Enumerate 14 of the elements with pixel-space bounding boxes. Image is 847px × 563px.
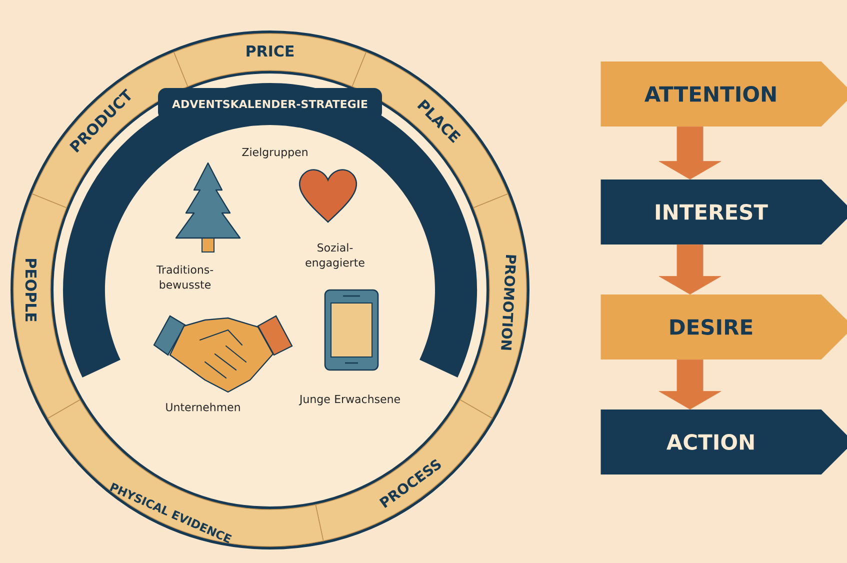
arrow bbox=[658, 360, 722, 410]
chevron-box: ATTENTION bbox=[600, 62, 847, 126]
arrow bbox=[658, 244, 722, 294]
ring-segment: PROMOTION bbox=[460, 194, 527, 419]
arrow bbox=[658, 126, 722, 180]
chevron-box: INTEREST bbox=[600, 180, 847, 244]
chevron-box: ACTION bbox=[600, 410, 847, 474]
ring-segment: PEOPLE bbox=[13, 194, 80, 419]
ring-segment: PRICE bbox=[174, 33, 366, 87]
icon-caption: Zielgruppen bbox=[242, 148, 308, 158]
icon-caption: Traditions- bewusste bbox=[156, 265, 214, 289]
icon-caption: Sozial- engagierte bbox=[306, 243, 364, 269]
chevron-box: DESIRE bbox=[600, 294, 847, 360]
icon-caption: Unternehmen bbox=[166, 402, 240, 412]
